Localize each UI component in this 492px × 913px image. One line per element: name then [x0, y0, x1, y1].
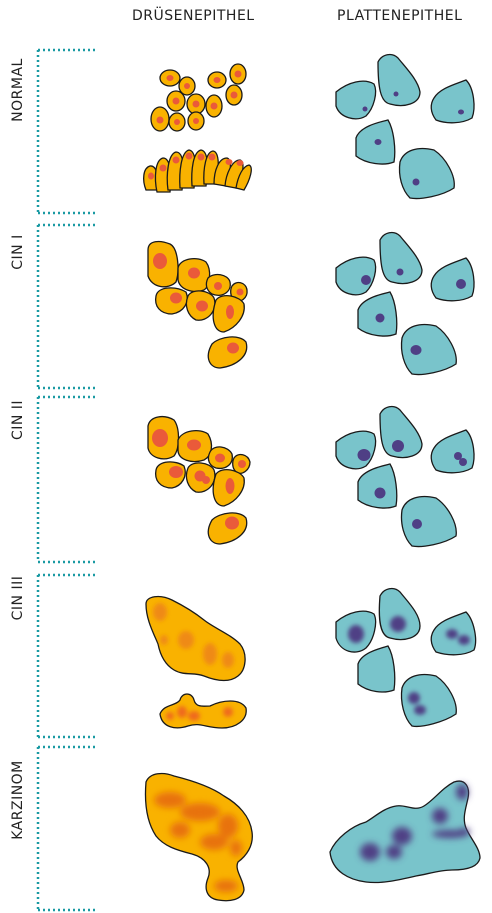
glandular-cin2: [147, 415, 251, 545]
column-header-glandular-epithelium: DRÜSENEPITHEL: [132, 8, 255, 24]
glandular-cin1: [147, 240, 248, 369]
squamous-normal: [335, 53, 475, 200]
squamous-carcinoma: [329, 780, 481, 884]
squamous-cin1: [335, 231, 475, 376]
squamous-cin3: [335, 587, 477, 728]
row-brackets: [36, 48, 98, 912]
glandular-cin3: [145, 595, 247, 729]
column-header-squamous-epithelium: PLATTENEPITHEL: [337, 8, 463, 24]
glandular-carcinoma: [144, 772, 253, 902]
glandular-normal: [143, 63, 252, 193]
squamous-cin2: [335, 405, 475, 548]
